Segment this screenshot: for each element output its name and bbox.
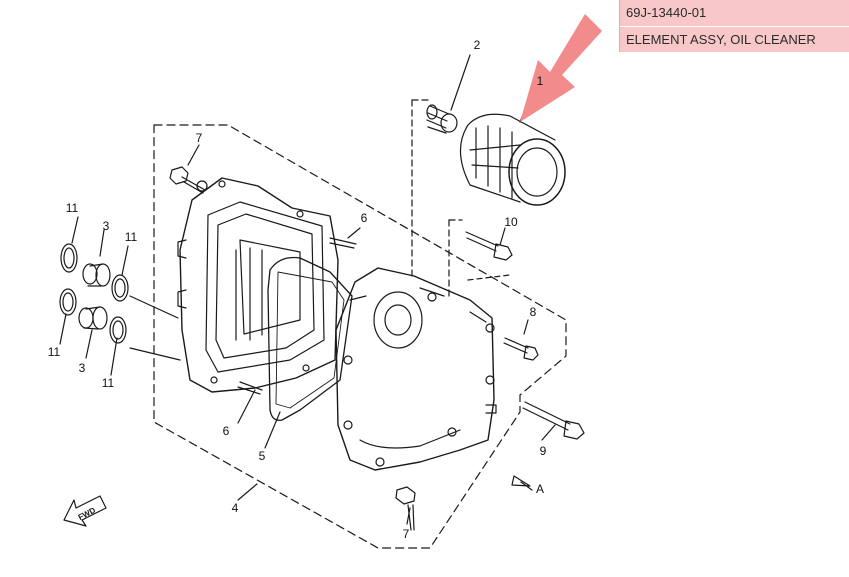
label-7a: 7 xyxy=(196,131,203,145)
highlight-arrow xyxy=(520,14,602,122)
label-1: 1 xyxy=(537,74,544,88)
oil-cleaner-element xyxy=(459,113,566,206)
part-number: 69J-13440-01 xyxy=(626,5,707,20)
part-callout: 69J-13440-01 ELEMENT ASSY, OIL CLEANER xyxy=(619,0,849,52)
o-ring-top-right xyxy=(111,274,129,302)
label-7b: 7 xyxy=(403,527,410,541)
label-10: 10 xyxy=(504,215,518,229)
label-6a: 6 xyxy=(361,211,368,225)
label-5: 5 xyxy=(259,449,266,463)
cover-plate xyxy=(177,177,339,393)
fwd-arrow xyxy=(63,495,107,527)
bolt-7-bottom xyxy=(395,486,416,531)
label-11b: 11 xyxy=(125,230,138,244)
label-11d: 11 xyxy=(102,376,115,390)
o-ring-bottom-right xyxy=(109,316,127,344)
label-6b: 6 xyxy=(223,424,230,438)
label-8: 8 xyxy=(530,305,537,319)
label-3a: 3 xyxy=(103,219,110,233)
part-name: ELEMENT ASSY, OIL CLEANER xyxy=(620,26,849,52)
union-bolt xyxy=(426,104,458,134)
direction-a-arrow xyxy=(511,475,533,491)
bolt-8 xyxy=(503,337,539,361)
label-11c: 11 xyxy=(48,345,61,359)
label-4: 4 xyxy=(232,501,239,515)
sleeve-top xyxy=(82,263,111,287)
oil-cleaner-housing xyxy=(335,267,497,471)
label-direction-a: A xyxy=(536,482,544,496)
label-fwd: FWD xyxy=(77,505,98,522)
gasket xyxy=(267,256,353,421)
label-9: 9 xyxy=(540,444,547,458)
o-ring-top-left xyxy=(60,243,78,273)
bolt-10 xyxy=(465,231,513,261)
leader-lines xyxy=(59,54,556,525)
o-ring-bottom-left xyxy=(59,288,77,316)
label-11a: 11 xyxy=(66,201,79,215)
bolt-7-top xyxy=(169,166,206,194)
sleeve-bottom xyxy=(78,306,108,330)
label-3b: 3 xyxy=(79,361,86,375)
bolt-9 xyxy=(522,401,585,440)
label-2: 2 xyxy=(474,38,481,52)
